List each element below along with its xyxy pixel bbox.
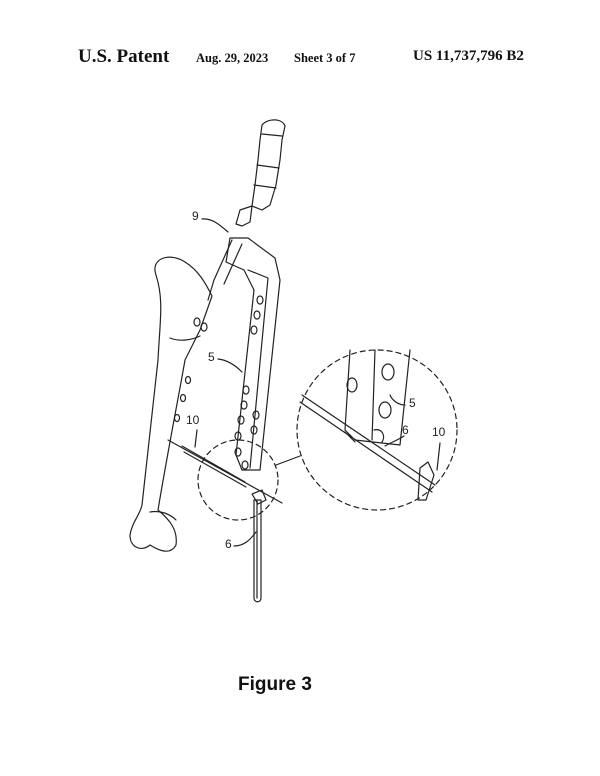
patent-number: US 11,737,796 B2 — [413, 48, 524, 64]
label-rod: 6 — [225, 537, 232, 551]
label-guide-wire: 10 — [186, 413, 200, 427]
insertion-handle — [251, 119, 286, 211]
arm-holes — [234, 295, 264, 470]
patent-date: Aug. 29, 2023 — [196, 51, 269, 65]
label-insertion-handle: 9 — [192, 209, 199, 223]
label-detail-wire: 10 — [432, 425, 446, 439]
guide-wire — [167, 439, 283, 504]
patent-office-label: U.S. Patent — [78, 46, 170, 67]
femur-bone — [129, 256, 213, 552]
detail-circle-large — [296, 349, 458, 511]
detail-circle-small — [197, 439, 279, 521]
aiming-arm — [225, 237, 281, 471]
sheet-number: Sheet 3 of 7 — [294, 51, 356, 65]
label-aiming-arm: 5 — [208, 350, 215, 364]
label-detail-rod: 6 — [402, 423, 409, 437]
rod — [253, 499, 262, 603]
figure-caption: Figure 3 — [238, 674, 312, 695]
detail-view — [299, 349, 436, 501]
label-detail-arm: 5 — [409, 396, 416, 410]
